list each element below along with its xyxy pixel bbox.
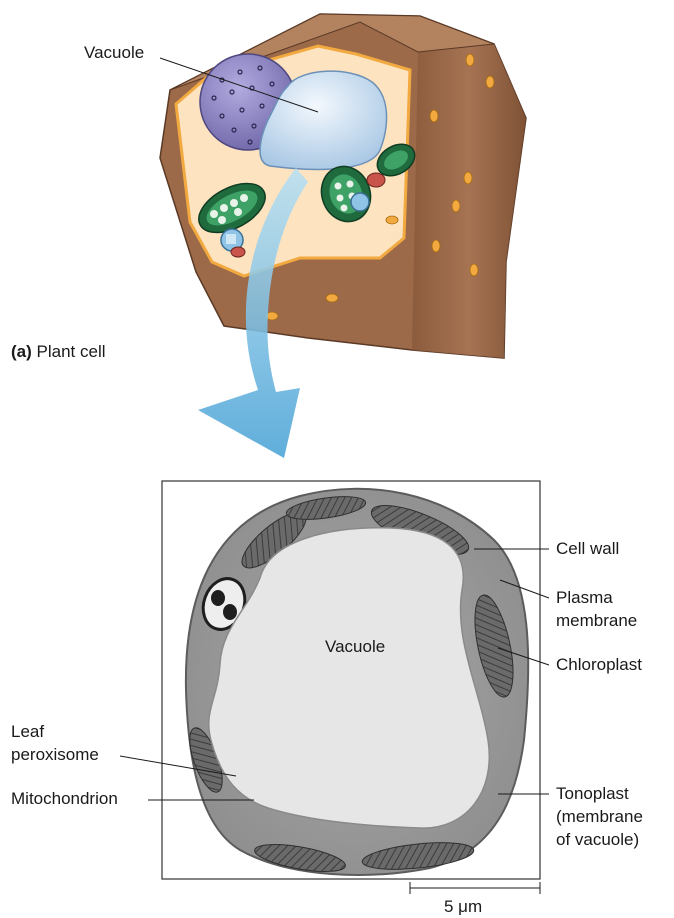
peroxisome-label-1: Leaf	[11, 722, 44, 741]
micrograph: Vacuole	[162, 481, 540, 879]
caption-a-letter: (a)	[11, 342, 32, 361]
tonoplast-label-3: of vacuole)	[556, 830, 639, 849]
mitochondrion-label: Mitochondrion	[11, 789, 118, 808]
micrograph-vacuole-label: Vacuole	[325, 637, 385, 656]
plant-cell-illustration	[160, 14, 526, 458]
scale-bar: 5 μm	[410, 882, 540, 916]
plasma-membrane-label-1: Plasma	[556, 588, 613, 607]
tonoplast-label-1: Tonoplast	[556, 784, 629, 803]
caption-a-text: Plant cell	[37, 342, 106, 361]
peroxisome-label-2: peroxisome	[11, 745, 99, 764]
caption-a: (a) Plant cell	[11, 342, 106, 362]
chloroplast-label: Chloroplast	[556, 655, 642, 674]
scale-bar-label: 5 μm	[444, 897, 482, 916]
tonoplast-label-2: (membrane	[556, 807, 643, 826]
vacuole-label-a: Vacuole	[84, 43, 144, 62]
cell-wall-label: Cell wall	[556, 539, 619, 558]
cell-wall-side	[412, 44, 526, 358]
plasma-membrane-label-2: membrane	[556, 611, 637, 630]
